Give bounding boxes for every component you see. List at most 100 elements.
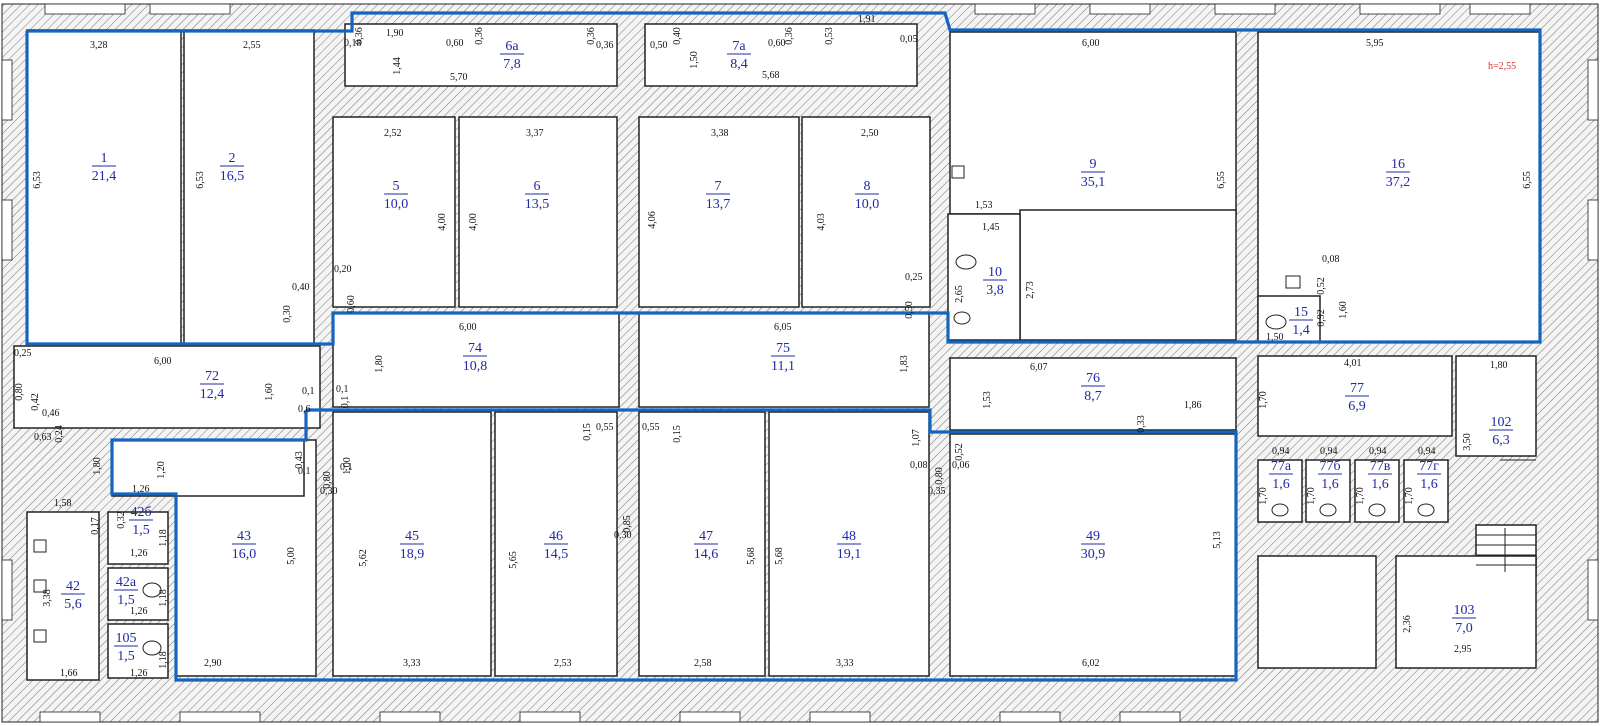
room-45-number: 45 [405, 529, 419, 544]
room-42a-shape [107, 567, 169, 621]
room-77а-number: 77а [1271, 459, 1292, 474]
dimension-label: 5,00 [286, 547, 297, 565]
dimension-label: 0,60 [768, 38, 786, 49]
dimension-label: 0,50 [904, 301, 915, 319]
dimension-label: 0,36 [586, 27, 597, 45]
dimension-label: 0,36 [784, 27, 795, 45]
dimension-label: 0,55 [642, 422, 660, 433]
room-72-shape [13, 345, 321, 429]
dimension-label: 0,50 [650, 40, 668, 51]
dimension-label: 0,80 [322, 471, 333, 489]
room-72-number: 72 [205, 369, 219, 384]
room-77а-area: 1,6 [1272, 477, 1290, 492]
room-45-area: 18,9 [400, 547, 425, 562]
dimension-label: 2,65 [954, 285, 965, 303]
room-74-number: 74 [468, 341, 482, 356]
dimension-label: 4,06 [647, 211, 658, 229]
dimension-label: 0,32 [116, 511, 127, 529]
dimension-label: 0,52 [1316, 277, 1327, 295]
dimension-label: 1,44 [392, 57, 403, 75]
dimension-label: 0,80 [934, 467, 945, 485]
room-6-area: 13,5 [525, 197, 550, 212]
room-105-area: 1,5 [117, 649, 135, 664]
room-5-area: 10,0 [384, 197, 409, 212]
dimension-label: 1,90 [386, 28, 404, 39]
dimension-label: 0,15 [672, 425, 683, 443]
dimension-label: 6,02 [1082, 658, 1100, 669]
dimension-label: 1,70 [1306, 487, 1317, 505]
dimension-label: 1,50 [1266, 332, 1284, 343]
dimension-label: 0,17 [90, 517, 101, 535]
dimension-label: 4,01 [1344, 358, 1362, 369]
dimension-label: 0,85 [622, 515, 633, 533]
dimension-label: 1,91 [858, 14, 876, 25]
dimension-label: 1,18 [158, 529, 169, 547]
dimension-label: 0,1 [340, 462, 353, 473]
dimension-label: 0,94 [1272, 446, 1290, 457]
dimension-label: 2,50 [861, 128, 879, 139]
room-16-number: 16 [1391, 157, 1405, 172]
room-42б-number: 42б [130, 505, 151, 520]
room-15-area: 1,4 [1292, 323, 1310, 338]
room-9b-shape [1019, 209, 1237, 341]
highlighted-areas [25, 11, 1542, 682]
room-42b-shape [107, 511, 169, 565]
dimension-label: 0,24 [54, 425, 65, 443]
room-76-number: 76 [1086, 371, 1100, 386]
room-47-area: 14,6 [694, 547, 719, 562]
dimension-label: 0,63 [34, 432, 52, 443]
dimension-label: 0,94 [1369, 446, 1387, 457]
dimension-label: 1,58 [54, 498, 72, 509]
room-6a-shape [344, 23, 618, 87]
dimension-label: 3,37 [526, 128, 544, 139]
room-103-area: 7,0 [1455, 621, 1473, 636]
dimension-label: 3,28 [90, 40, 108, 51]
dimension-label: 0,40 [672, 27, 683, 45]
dimension-label: 0,52 [954, 443, 965, 461]
room-7-shape [638, 116, 800, 308]
dimension-label: 0,1 [302, 386, 315, 397]
dimension-label: 1,26 [132, 484, 150, 495]
dimension-label: 0,60 [346, 295, 357, 313]
room-102-area: 6,3 [1492, 433, 1510, 448]
room-75-area: 11,1 [771, 359, 795, 374]
room-8-area: 10,0 [855, 197, 880, 212]
room-46-area: 14,5 [544, 547, 569, 562]
dimension-label: 0,55 [596, 422, 614, 433]
dimension-label: 1,70 [1258, 487, 1269, 505]
room-7а-number: 7а [732, 39, 746, 54]
room-76-area: 8,7 [1084, 389, 1102, 404]
dimension-label: 1,80 [1490, 360, 1508, 371]
room-42а-number: 42а [116, 575, 137, 590]
dimension-label: 1,50 [689, 51, 700, 69]
dimension-label: 6,53 [195, 171, 206, 189]
dimension-label: 1,53 [982, 391, 993, 409]
room-42а-area: 1,5 [117, 593, 135, 608]
room-76-shape [949, 357, 1237, 431]
room-8-number: 8 [864, 179, 871, 194]
dimension-label: 0,25 [905, 272, 923, 283]
ceiling-height-note: h=2,55 [1488, 61, 1516, 72]
room-103-number: 103 [1454, 603, 1475, 618]
dimension-label: 5,70 [450, 72, 468, 83]
windows [1, 3, 1599, 723]
room-103-shape [1395, 555, 1537, 669]
dimension-label: 5,68 [762, 70, 780, 81]
dimension-label: 0,36 [474, 27, 485, 45]
dimension-label: 0,30 [282, 305, 293, 323]
room-5-number: 5 [393, 179, 400, 194]
room-2-shape [183, 29, 315, 345]
room-72-area: 12,4 [200, 387, 225, 402]
dimension-label: 0,43 [294, 451, 305, 469]
room-1-number: 1 [101, 151, 108, 166]
dimension-label: 0,92 [1316, 309, 1327, 327]
dimension-label: 1,45 [982, 222, 1000, 233]
dimension-label: 0,6 [298, 404, 311, 415]
dimension-label: 0,30 [614, 530, 632, 541]
room-42-shape [26, 511, 100, 681]
dimension-label: 6,55 [1522, 171, 1533, 189]
dimension-label: 0,46 [42, 408, 60, 419]
room-15-number: 15 [1294, 305, 1308, 320]
